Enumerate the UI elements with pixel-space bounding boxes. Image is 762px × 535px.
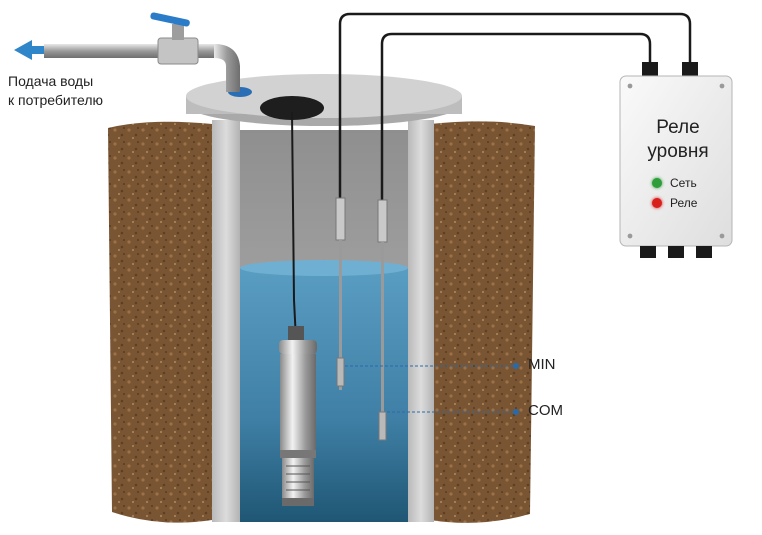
valve-handle-icon — [150, 12, 190, 27]
min-label: MIN — [528, 356, 556, 373]
outlet-label-line2: к потребителю — [8, 92, 103, 108]
red-led-icon — [652, 198, 662, 208]
submersible-pump-icon — [279, 326, 317, 506]
sensor-cables — [338, 12, 692, 200]
water — [240, 260, 408, 522]
outlet-label-line1: Подача воды — [8, 73, 94, 89]
relay-box-icon — [619, 62, 733, 258]
relay-title-line1: Реле — [656, 117, 700, 138]
probe-min — [335, 197, 346, 390]
probe-com — [377, 199, 388, 441]
relay-title-line2: уровня — [647, 141, 709, 162]
relay-title: Реле уровня — [624, 116, 732, 164]
indicator-power-label: Сеть — [670, 176, 697, 190]
well-lid — [186, 74, 462, 126]
cable-gland — [260, 96, 324, 120]
soil — [108, 121, 535, 523]
green-led-icon — [652, 178, 662, 188]
water-outlet-label: Подача воды к потребителю — [8, 72, 103, 110]
outlet-arrow-icon — [14, 40, 44, 60]
min-leader — [345, 363, 519, 369]
indicator-relay: Реле — [652, 196, 697, 210]
outlet-pipe — [44, 24, 240, 92]
com-label: COM — [528, 402, 563, 419]
indicator-power: Сеть — [652, 176, 697, 190]
indicator-relay-label: Реле — [670, 196, 698, 210]
com-leader — [387, 409, 519, 415]
